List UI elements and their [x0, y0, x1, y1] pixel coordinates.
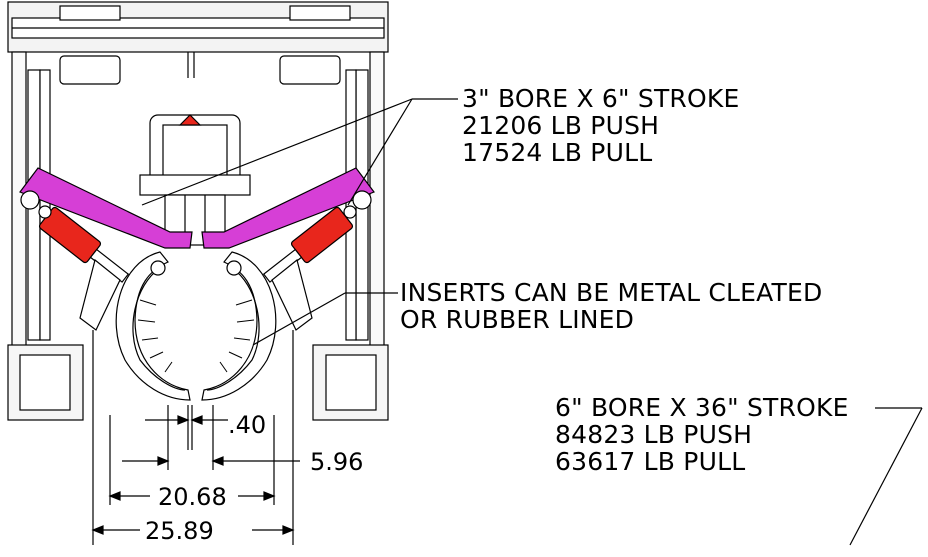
small-cylinder-push: 21206 LB PUSH: [462, 111, 660, 140]
large-cylinder-push: 84823 LB PUSH: [555, 420, 753, 449]
dim-min-opening: 5.96: [310, 448, 364, 476]
leader-lines: [141, 98, 923, 546]
frame: [7, 1, 389, 421]
large-cylinder-callout: 6" BORE X 36" STROKE 84823 LB PUSH 63617…: [555, 394, 849, 475]
small-cylinder-callout: 3" BORE X 6" STROKE 21206 LB PUSH 17524 …: [462, 85, 739, 166]
inserts-line-1: INSERTS CAN BE METAL CLEATED: [400, 278, 823, 307]
large-cylinder-pull: 63617 LB PULL: [555, 447, 746, 476]
hydraulic-cylinders: [38, 205, 357, 283]
dim-mid-opening: 20.68: [158, 483, 227, 511]
dim-max-opening: 25.89: [145, 517, 214, 545]
grapple-jaws: [79, 251, 313, 401]
large-cylinder-spec: 6" BORE X 36" STROKE: [555, 393, 849, 422]
inserts-line-2: OR RUBBER LINED: [400, 305, 635, 334]
small-cylinder-pull: 17524 LB PULL: [462, 138, 653, 167]
inserts-callout: INSERTS CAN BE METAL CLEATED OR RUBBER L…: [400, 279, 822, 333]
small-cylinder-spec: 3" BORE X 6" STROKE: [462, 84, 740, 113]
dim-gap: .40: [228, 411, 267, 439]
linkage-arms: [19, 167, 375, 249]
dimension-lines: [91, 330, 300, 545]
